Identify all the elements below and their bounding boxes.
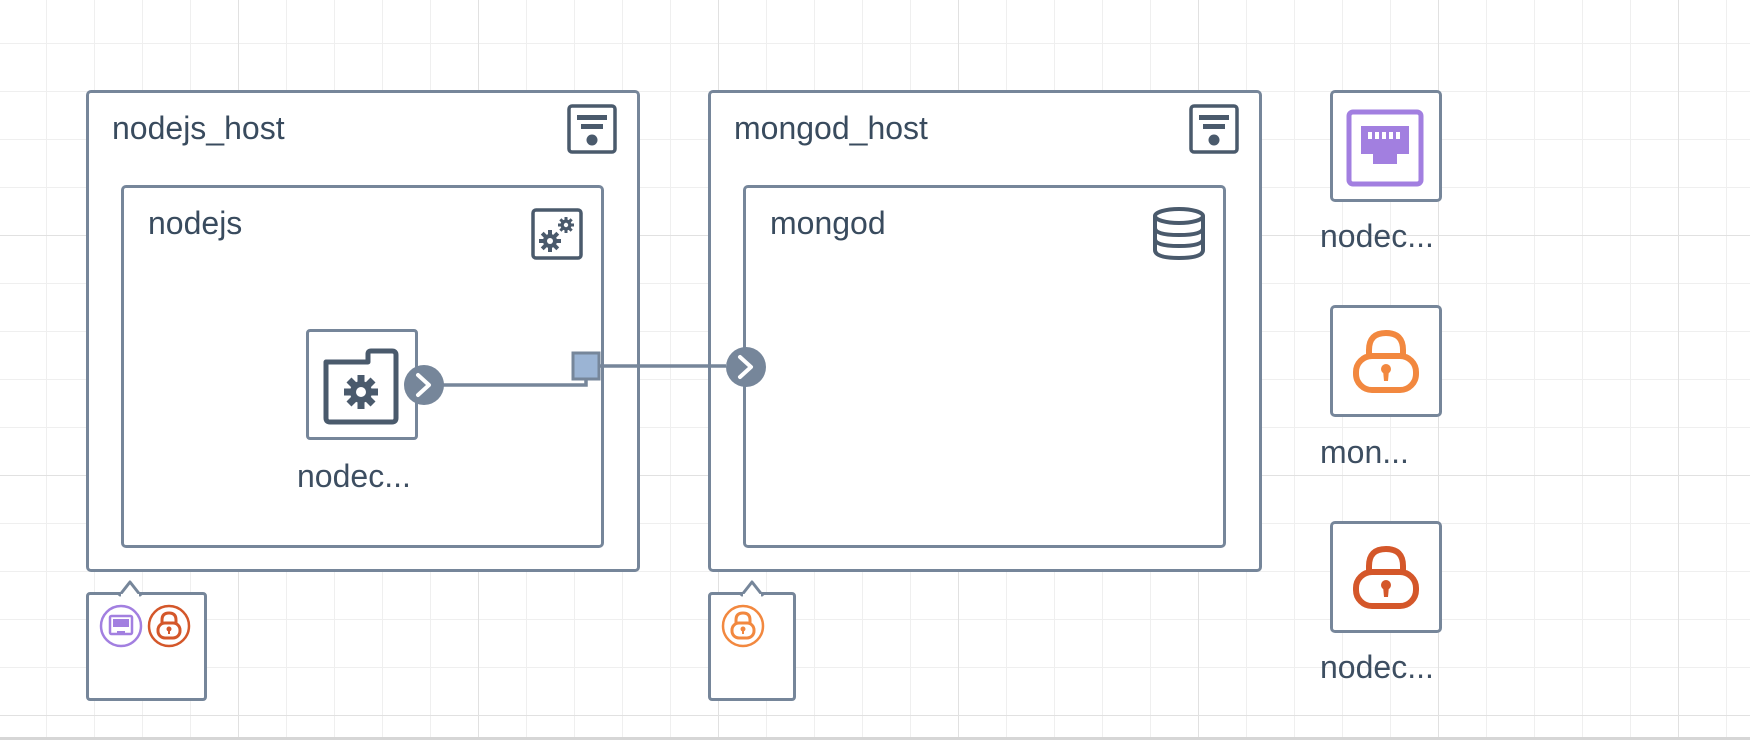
- node-side-lock-orange[interactable]: [1330, 305, 1442, 417]
- node-nodejs[interactable]: [121, 185, 604, 548]
- folder-gear-icon: [322, 346, 402, 426]
- lock-icon: [1351, 328, 1421, 394]
- node-nodejs-component-label: nodec...: [297, 458, 411, 494]
- server-icon: [567, 104, 619, 156]
- node-nodejs-label: nodejs: [148, 205, 243, 241]
- network-port-icon: [1346, 109, 1425, 187]
- node-side-lock-red-label: nodec...: [1320, 649, 1434, 685]
- node-side-network-label: nodec...: [1320, 218, 1434, 254]
- node-side-lock-orange-label: mon...: [1320, 434, 1409, 470]
- node-mongod-host-label: mongod_host: [734, 110, 928, 146]
- lock-icon: [721, 604, 765, 648]
- requirement-port-icon[interactable]: [725, 346, 767, 388]
- node-mongod[interactable]: [743, 185, 1226, 548]
- network-port-icon: [99, 604, 143, 648]
- canvas-bottom-edge: [0, 737, 1750, 740]
- node-mongod-label: mongod: [770, 205, 886, 241]
- node-nodejs-host-label: nodejs_host: [112, 110, 285, 146]
- nodejs-host-badges[interactable]: [86, 580, 207, 701]
- node-side-lock-red[interactable]: [1330, 521, 1442, 633]
- lock-icon: [147, 604, 191, 648]
- lock-icon: [1351, 544, 1421, 610]
- server-icon: [1189, 104, 1241, 156]
- database-icon: [1151, 206, 1207, 262]
- capability-port-icon[interactable]: [403, 364, 445, 406]
- gears-icon: [531, 208, 583, 260]
